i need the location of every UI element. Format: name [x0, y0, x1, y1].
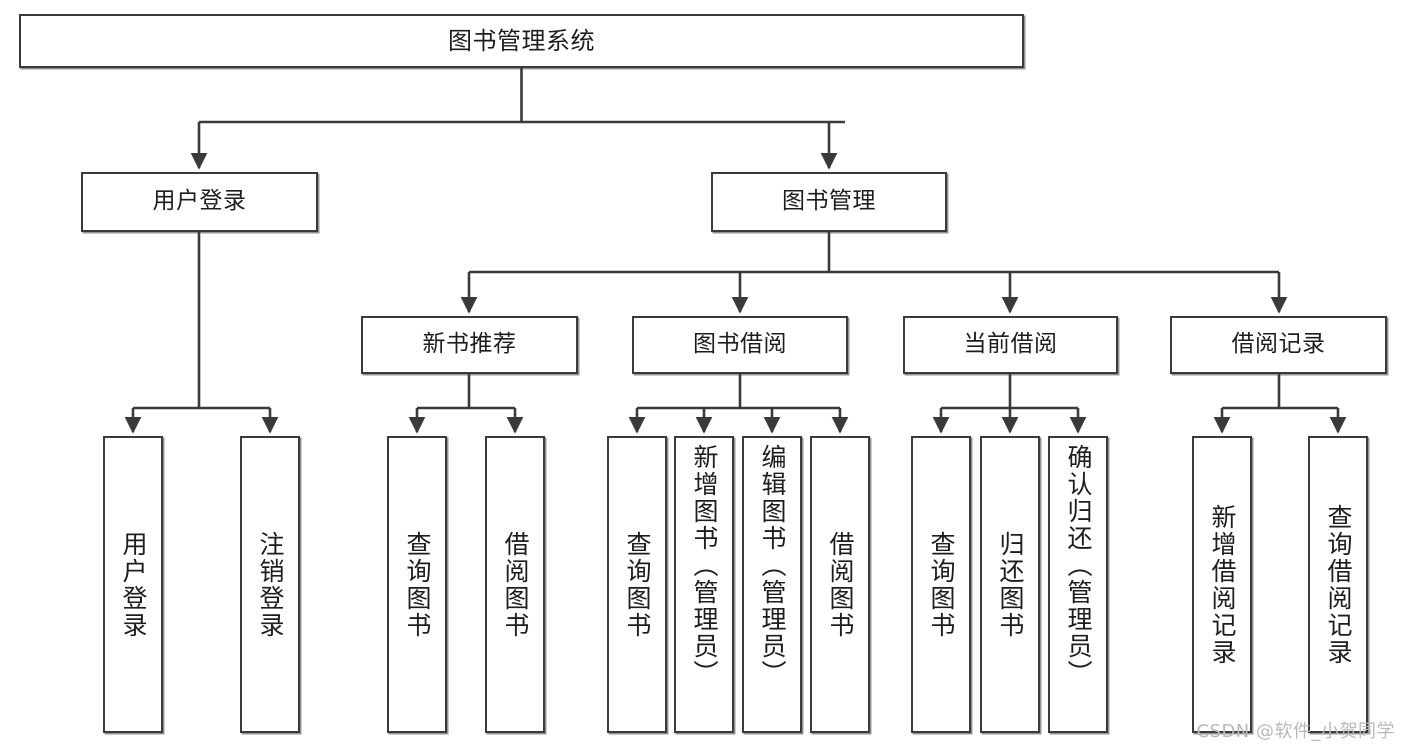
leaf-label: 新增借阅记录	[1208, 503, 1237, 666]
node-current-borrow[interactable]: 当前借阅	[903, 316, 1118, 374]
leaf-label: 借阅图书	[826, 530, 855, 639]
node-book-management[interactable]: 图书管理	[711, 172, 947, 232]
csdn-watermark: CSDN @软件_小贺同学	[1196, 721, 1395, 742]
node-borrow-record-label: 借阅记录	[1231, 331, 1326, 358]
leaf-label: 注销登录	[256, 530, 285, 639]
leaf-book-borrow-borrow-book[interactable]: 借阅图书	[810, 436, 870, 733]
leaf-label: 查询图书	[623, 530, 652, 639]
leaf-current-borrow-return-book[interactable]: 归还图书	[980, 436, 1040, 733]
leaf-book-borrow-edit-book-admin[interactable]: 编辑图书（管理员）	[742, 436, 802, 733]
leaf-label: 查询图书	[927, 530, 956, 639]
node-new-book-recommend[interactable]: 新书推荐	[361, 316, 578, 374]
leaf-label: 用户登录	[119, 530, 148, 639]
leaf-book-borrow-add-book-admin[interactable]: 新增图书（管理员）	[674, 436, 734, 733]
node-current-borrow-label: 当前借阅	[963, 331, 1058, 358]
leaf-label: 借阅图书	[501, 530, 530, 639]
leaf-user-login-logout[interactable]: 注销登录	[240, 436, 300, 733]
leaf-label: 查询图书	[403, 530, 432, 639]
node-book-borrow[interactable]: 图书借阅	[632, 316, 848, 374]
leaf-label: 查询借阅记录	[1324, 503, 1353, 666]
leaf-label: 确认归还（管理员）	[1064, 444, 1093, 687]
leaf-new-book-borrow-book[interactable]: 借阅图书	[485, 436, 545, 733]
node-new-book-recommend-label: 新书推荐	[422, 331, 517, 358]
node-user-login[interactable]: 用户登录	[81, 172, 318, 232]
node-root-book-management-system[interactable]: 图书管理系统	[19, 14, 1024, 68]
leaf-current-borrow-query-book[interactable]: 查询图书	[911, 436, 971, 733]
leaf-current-borrow-confirm-return-admin[interactable]: 确认归还（管理员）	[1048, 436, 1108, 733]
leaf-label: 新增图书（管理员）	[690, 444, 719, 687]
leaf-borrow-record-query-record[interactable]: 查询借阅记录	[1308, 436, 1368, 733]
node-root-label: 图书管理系统	[448, 26, 595, 55]
node-book-borrow-label: 图书借阅	[693, 331, 787, 358]
leaf-book-borrow-query-book[interactable]: 查询图书	[607, 436, 667, 733]
node-borrow-record[interactable]: 借阅记录	[1170, 316, 1387, 374]
leaf-borrow-record-add-record[interactable]: 新增借阅记录	[1192, 436, 1252, 733]
node-user-login-label: 用户登录	[152, 188, 247, 215]
leaf-label: 归还图书	[996, 530, 1025, 639]
node-book-management-label: 图书管理	[782, 188, 876, 215]
leaf-user-login-user-login[interactable]: 用户登录	[103, 436, 163, 733]
leaf-new-book-query-book[interactable]: 查询图书	[387, 436, 447, 733]
leaf-label: 编辑图书（管理员）	[758, 444, 787, 687]
